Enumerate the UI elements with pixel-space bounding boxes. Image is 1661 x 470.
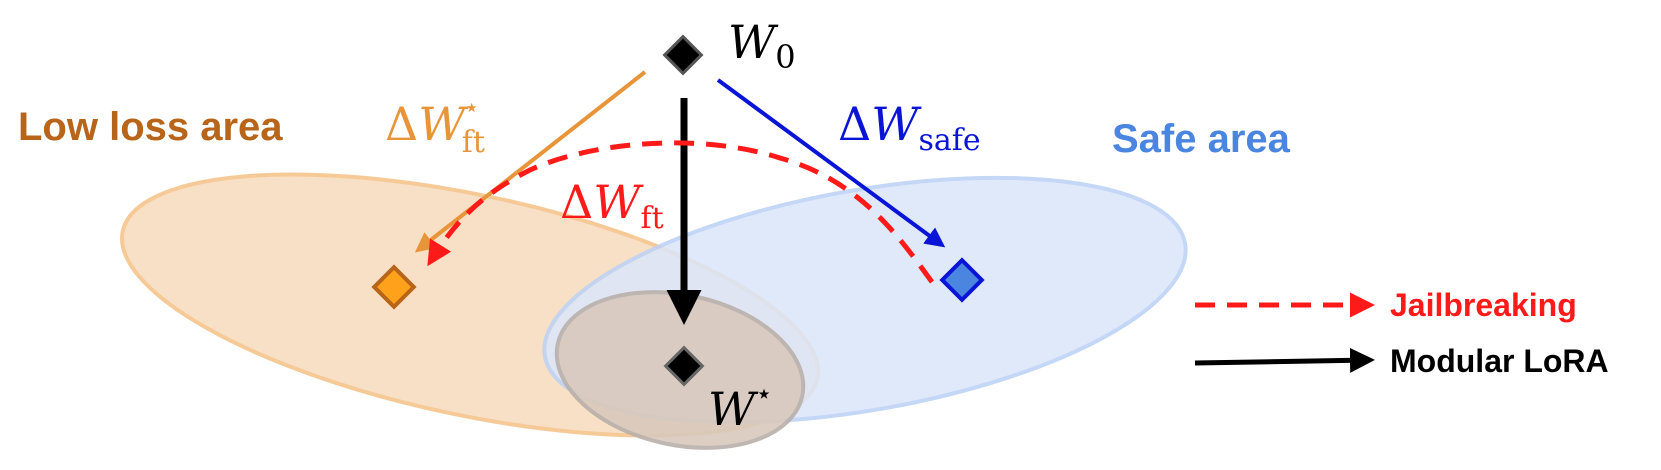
- blue-point: [939, 257, 985, 303]
- w0-label: W0: [728, 15, 796, 76]
- legend: Jailbreaking Modular LoRA: [1194, 287, 1609, 379]
- delta-w-safe-arrow: [716, 78, 946, 248]
- delta-w-ft-label: ΔWft: [560, 175, 664, 236]
- jailbreaking-arc: [427, 140, 935, 284]
- w-star-label: W⋆: [708, 377, 773, 436]
- legend-modular-lora-line: [1194, 347, 1375, 373]
- w0-point: [662, 34, 704, 76]
- safe-area-label: Safe area: [1112, 117, 1291, 161]
- low-loss-area-label: Low loss area: [18, 105, 283, 149]
- delta-w-ft-star-label: ΔW⋆ft: [385, 93, 485, 160]
- orange-point: [371, 264, 417, 310]
- delta-w-safe-label: ΔWsafe: [838, 97, 981, 158]
- legend-jailbreaking-label: Jailbreaking: [1390, 287, 1577, 323]
- w-star-point: [663, 345, 705, 387]
- legend-modular-lora-label: Modular LoRA: [1390, 343, 1609, 379]
- delta-w-ft-star-arrow: [414, 70, 647, 253]
